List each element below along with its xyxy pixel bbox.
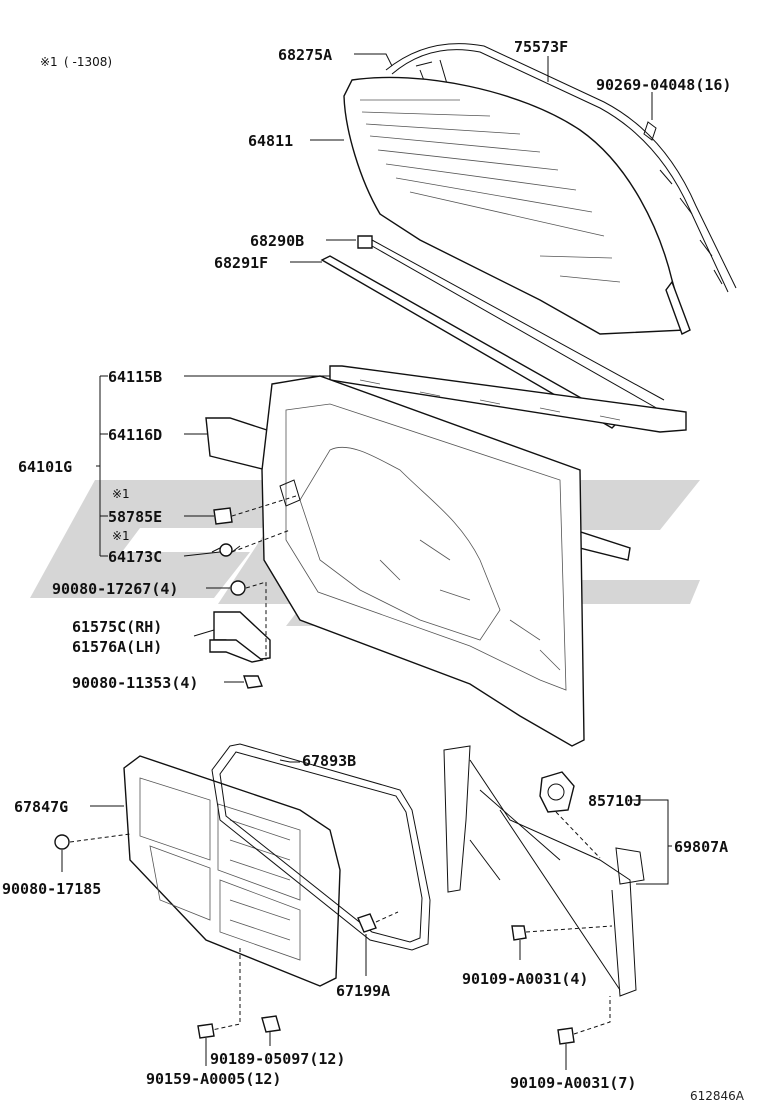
clip-90269 — [643, 121, 657, 141]
clip-90189 — [261, 1015, 281, 1033]
label-90109-A0031-4: 90109-A0031(4) — [462, 970, 588, 988]
label-mark-2: ※1 — [112, 529, 130, 543]
note-mark: ※1 — [40, 55, 58, 69]
bolt-90080-11353 — [243, 675, 263, 689]
label-64115B: 64115B — [108, 368, 162, 386]
label-67893B: 67893B — [302, 752, 356, 770]
label-64101G: 64101G — [18, 458, 72, 476]
door-panel-64101G — [261, 375, 585, 747]
screw-90159 — [197, 1023, 215, 1039]
clip-90080-17185 — [54, 834, 70, 850]
bolt-90109-a — [511, 925, 527, 941]
note-range: ( -1308) — [64, 55, 112, 69]
label-58785E: 58785E — [108, 508, 162, 526]
label-90159-A0005: 90159-A0005(12) — [146, 1070, 281, 1088]
label-67199A: 67199A — [336, 982, 390, 1000]
label-mark-1: ※1 — [112, 487, 130, 501]
label-90109-A0031-7: 90109-A0031(7) — [510, 1074, 636, 1092]
label-75573F: 75573F — [514, 38, 568, 56]
label-68291F: 68291F — [214, 254, 268, 272]
dashed-lines — [69, 495, 613, 1035]
part-58785E — [213, 507, 233, 525]
weatherstrip-75573F — [385, 43, 737, 293]
label-61576A: 61576A(LH) — [72, 638, 162, 656]
label-64811: 64811 — [248, 132, 293, 150]
label-61575C: 61575C(RH) — [72, 618, 162, 636]
label-85710J: 85710J — [588, 792, 642, 810]
label-67847G: 67847G — [14, 798, 68, 816]
motor-85710J — [539, 771, 575, 813]
weatherstrip-67893B — [211, 743, 431, 951]
label-90269-04048: 90269-04048(16) — [596, 76, 731, 94]
regulator-69807A — [443, 745, 645, 997]
label-90080-11353: 90080-11353(4) — [72, 674, 198, 692]
label-69807A: 69807A — [674, 838, 728, 856]
weatherstrip-68290B — [357, 235, 665, 411]
label-64116D: 64116D — [108, 426, 162, 444]
label-64173C: 64173C — [108, 548, 162, 566]
label-90189-05097: 90189-05097(12) — [210, 1050, 345, 1068]
clip-67199A — [357, 913, 377, 933]
part-64173C — [211, 543, 241, 557]
label-90080-17185: 90080-17185 — [2, 880, 101, 898]
label-68290B: 68290B — [250, 232, 304, 250]
glass-64811 — [343, 76, 691, 335]
hinge-61575C — [209, 611, 271, 663]
bolt-90109-b — [557, 1027, 575, 1045]
trim-panel-67847G — [123, 755, 341, 987]
leader-lines — [61, 53, 672, 1070]
bolt-90080-17267 — [230, 580, 246, 596]
label-68275A: 68275A — [278, 46, 332, 64]
label-90080-17267: 90080-17267(4) — [52, 580, 178, 598]
figure-id: 612846A — [690, 1089, 745, 1103]
